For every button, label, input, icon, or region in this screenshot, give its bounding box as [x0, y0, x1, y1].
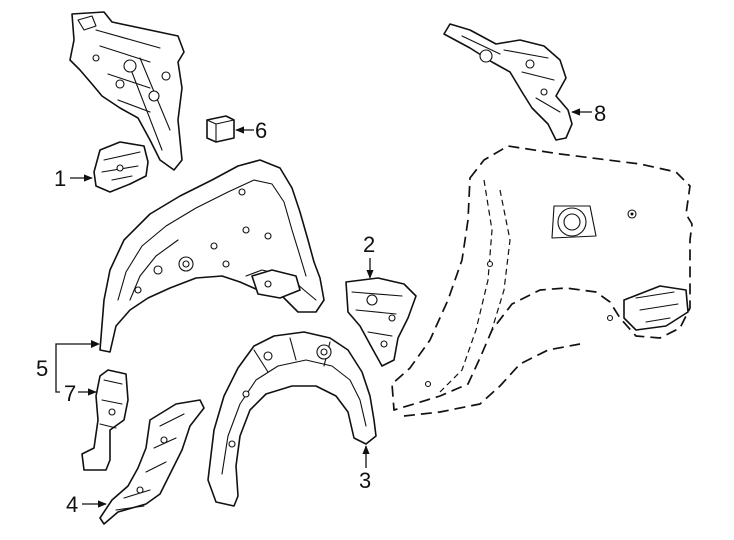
- part-1-upper-inner-panel: [69, 11, 185, 193]
- callout-3: 3: [359, 445, 371, 493]
- part-8-upper-bracket: [443, 23, 573, 141]
- callout-6-label: 6: [255, 118, 267, 143]
- part-6-block: [206, 115, 235, 143]
- part-4-lower-reinforcement: [99, 399, 205, 525]
- callout-5-label: 5: [36, 356, 48, 381]
- callout-3-label: 3: [359, 468, 371, 493]
- part-2-corner-bracket: [345, 277, 417, 367]
- callout-8: 8: [571, 101, 606, 126]
- callout-5: 5: [36, 340, 100, 393]
- callout-2: 2: [363, 232, 375, 279]
- part-7-bracket: [81, 369, 129, 471]
- callout-7-label: 7: [64, 381, 76, 406]
- callout-4-label: 4: [66, 492, 78, 517]
- callout-1-label: 1: [54, 166, 66, 191]
- callout-1: 1: [54, 166, 93, 191]
- callout-6: 6: [235, 118, 267, 143]
- callout-2-label: 2: [363, 232, 375, 257]
- callout-8-label: 8: [594, 101, 606, 126]
- callout-7: 7: [64, 381, 97, 406]
- callout-4: 4: [66, 492, 107, 517]
- part-3-wheelhouse-outer: [207, 331, 377, 507]
- part-5-wheelhouse-inner: [99, 159, 325, 353]
- quarter-panel-outline: [391, 145, 693, 417]
